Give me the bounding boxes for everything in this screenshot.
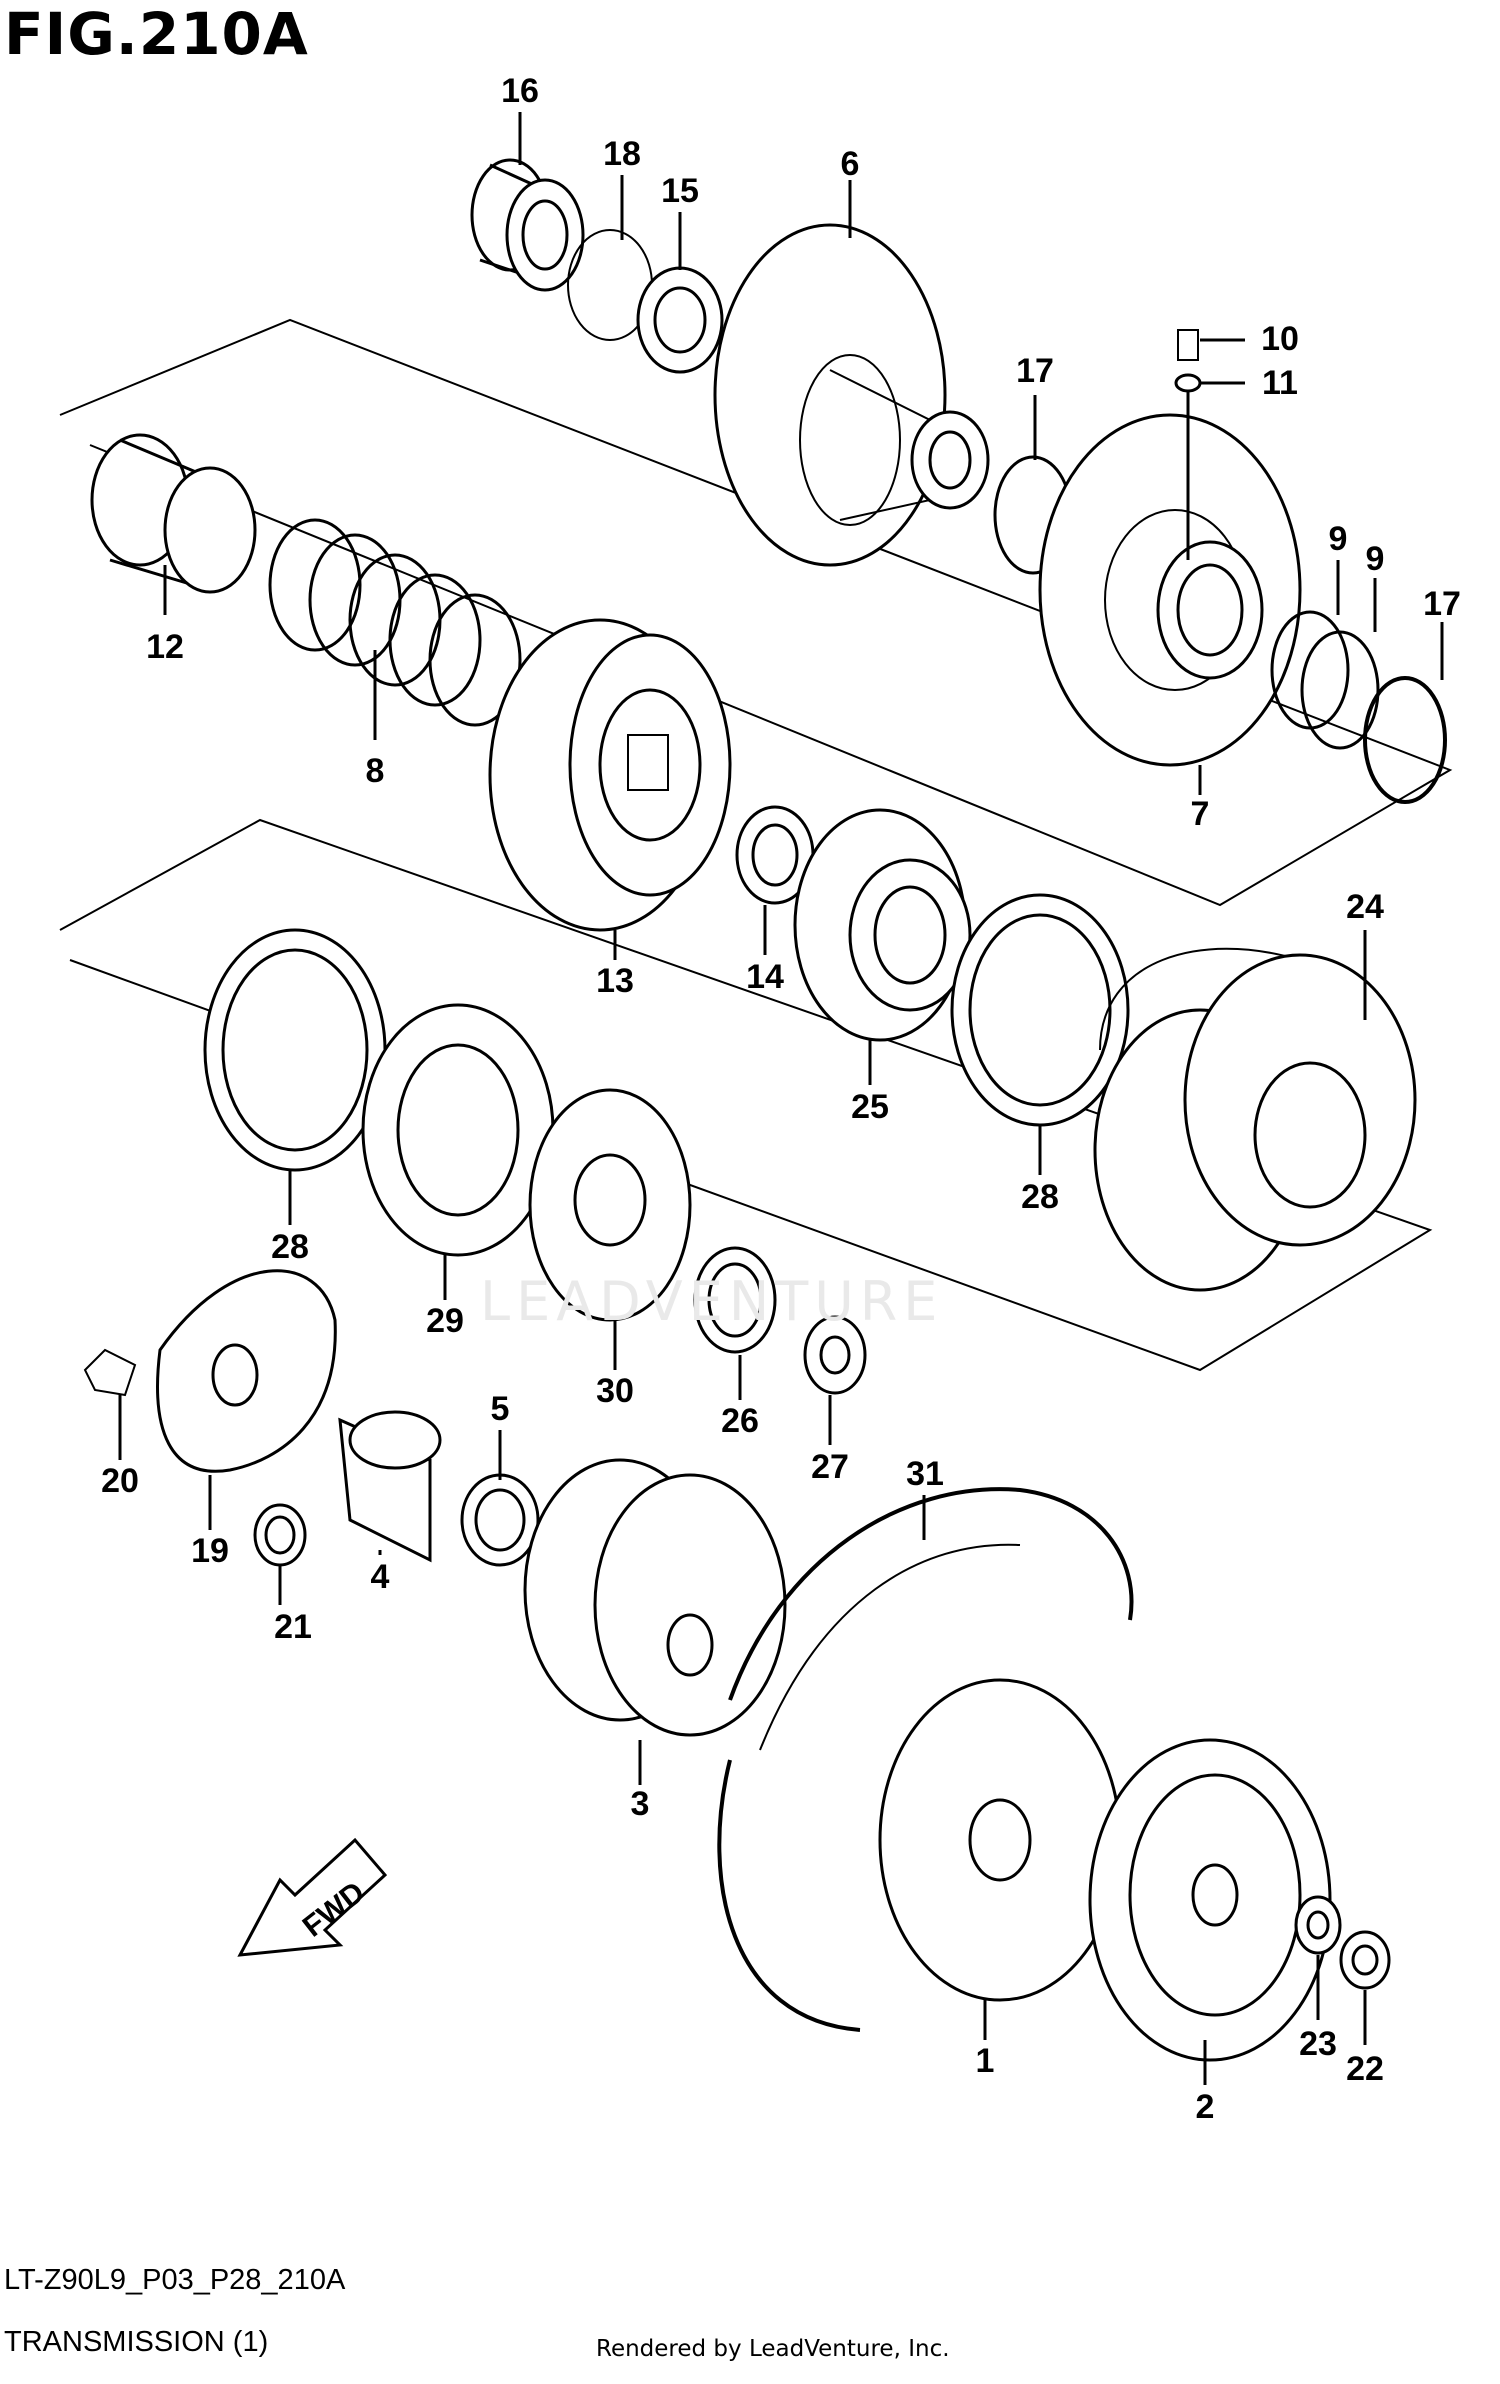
callout-27: 27 — [811, 1448, 849, 1486]
callout-5: 5 — [490, 1390, 510, 1428]
callout-4: 4 — [370, 1558, 390, 1596]
callout-11: 11 — [1262, 364, 1298, 402]
callout-30: 30 — [596, 1372, 634, 1410]
sleeve-4 — [338, 1410, 442, 1563]
housing-25 — [793, 808, 972, 1042]
callout-25: 25 — [851, 1088, 889, 1126]
callout-13: 13 — [596, 962, 634, 1000]
lock-washer-29 — [361, 1003, 555, 1257]
callout-16: 16 — [501, 72, 539, 110]
ring-17b — [1363, 676, 1447, 804]
gasket-28a — [203, 928, 387, 1172]
callout-15: 15 — [661, 172, 699, 210]
fixed-sheave-6 — [713, 223, 990, 567]
callout-19: 19 — [191, 1532, 229, 1570]
fan-pulley-2 — [1088, 1738, 1332, 2062]
washer-11 — [1174, 373, 1202, 393]
callout-23: 23 — [1299, 2025, 1337, 2063]
clutch-assembly-13 — [488, 618, 732, 932]
fwd-arrow-icon — [237, 1837, 388, 1957]
callout-9b: 9 — [1365, 540, 1385, 578]
bushing-26 — [693, 1246, 777, 1354]
washer-23 — [1294, 1895, 1342, 1955]
lower-group-outline — [59, 818, 1433, 1372]
callout-22: 22 — [1346, 2050, 1384, 2088]
callout-12: 12 — [146, 628, 184, 666]
callout-20: 20 — [101, 1462, 139, 1500]
nut-22 — [1339, 1930, 1391, 1990]
clip-20 — [83, 1348, 137, 1397]
callout-9a: 9 — [1328, 520, 1348, 558]
figure-title: FIG.210A — [4, 0, 309, 68]
pin-10 — [1177, 329, 1199, 361]
nut-27 — [803, 1315, 867, 1395]
callout-18: 18 — [603, 135, 641, 173]
callout-31: 31 — [906, 1455, 944, 1493]
figure-name: TRANSMISSION (1) — [4, 2326, 269, 2358]
callout-17a: 17 — [1016, 352, 1054, 390]
callout-28b: 28 — [1021, 1178, 1059, 1216]
ramp-plate-19 — [156, 1269, 337, 1473]
callout-21: 21 — [274, 1608, 312, 1646]
callout-10: 10 — [1261, 320, 1299, 358]
callout-6: 6 — [840, 145, 860, 183]
figure-code: LT-Z90L9_P03_P28_210A — [4, 2264, 346, 2296]
rendered-by-credit: Rendered by LeadVenture, Inc. — [596, 2336, 950, 2362]
callout-14: 14 — [746, 958, 784, 996]
watermark: LEADVENTURE — [480, 1270, 944, 1333]
bearing-15 — [636, 266, 724, 374]
ring-9b — [1300, 630, 1380, 750]
callout-2: 2 — [1195, 2088, 1215, 2126]
callout-24: 24 — [1346, 888, 1384, 926]
callout-17b: 17 — [1423, 585, 1461, 623]
leader-lines — [118, 112, 1444, 2085]
gasket-28b — [950, 893, 1130, 1127]
callout-3: 3 — [630, 1785, 650, 1823]
ring-5 — [460, 1473, 540, 1567]
plate-30 — [528, 1088, 692, 1322]
callout-8: 8 — [365, 752, 385, 790]
drive-face-3 — [523, 1458, 787, 1737]
upper-group-outline — [59, 318, 1453, 907]
clutch-housing-24 — [1093, 947, 1417, 1292]
callout-29: 29 — [426, 1302, 464, 1340]
cup-12 — [90, 433, 257, 594]
movable-sheave-7 — [1038, 413, 1302, 767]
spring-8 — [268, 518, 522, 727]
needle-bearing-16 — [470, 158, 585, 292]
drive-belt-31 — [717, 1487, 1134, 2032]
callout-7: 7 — [1190, 795, 1210, 833]
pulley-face-1 — [878, 1678, 1122, 2002]
callout-28a: 28 — [271, 1228, 309, 1266]
collar-21 — [253, 1503, 307, 1567]
callout-1: 1 — [975, 2042, 995, 2080]
callout-26: 26 — [721, 1402, 759, 1440]
